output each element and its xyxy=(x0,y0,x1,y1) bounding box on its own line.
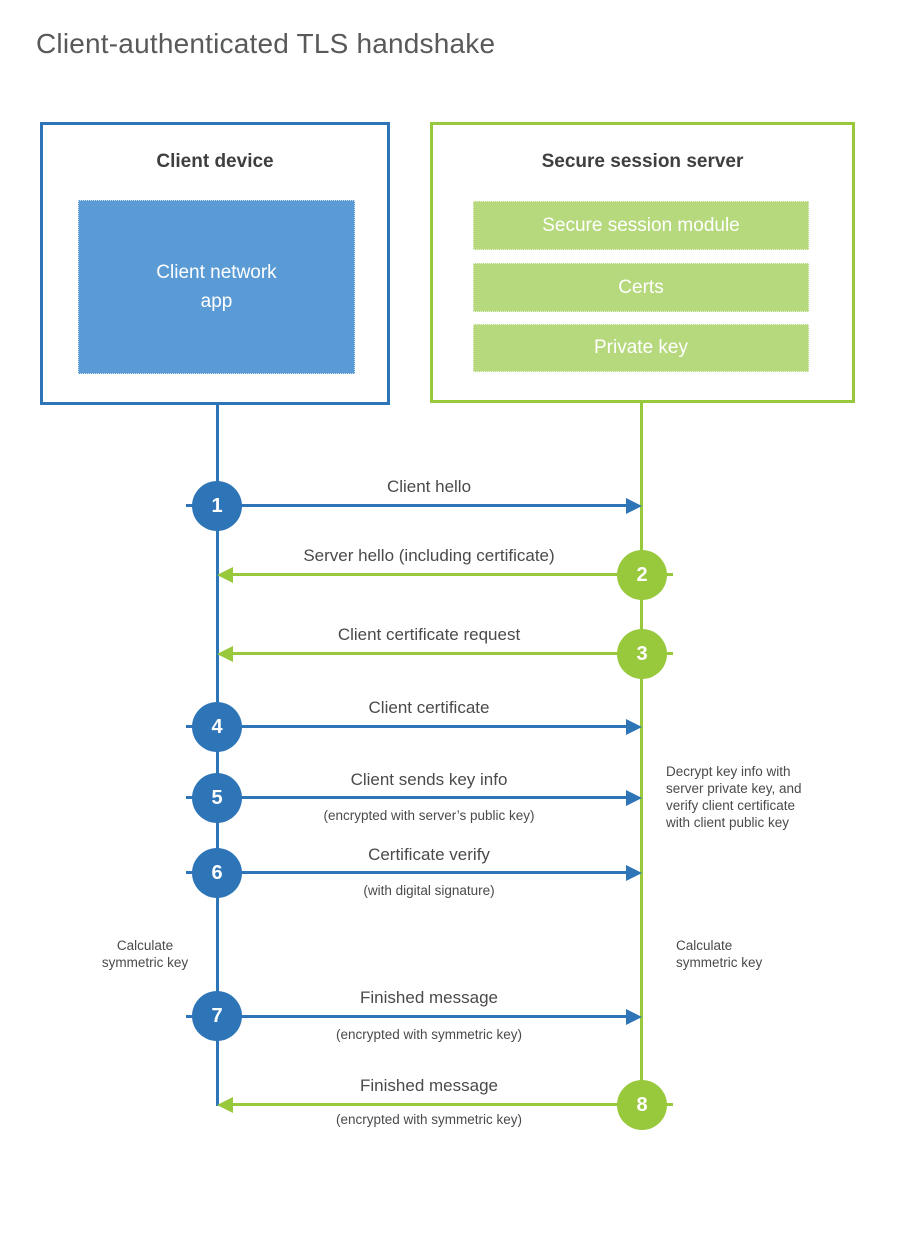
step-7-label: Finished message xyxy=(360,988,498,1007)
server-box: Secure session server Secure session mod… xyxy=(430,122,855,403)
step-1-arrow xyxy=(186,504,626,507)
step-7-sublabel: (encrypted with symmetric key) xyxy=(335,1027,523,1042)
server-lifeline xyxy=(640,402,643,1081)
calculate-symmetric-key-server-note: Calculate symmetric key xyxy=(676,938,763,970)
step-7-circle: 7 xyxy=(192,991,242,1041)
step-4-arrow xyxy=(186,725,626,728)
step-5-arrow xyxy=(186,796,626,799)
page-title: Client-authenticated TLS handshake xyxy=(36,28,496,59)
step-5-label: Client sends key info xyxy=(350,770,508,789)
client-device-title: Client device xyxy=(156,151,274,172)
server-module-secure-session: Secure session module xyxy=(473,201,809,250)
step-8-sublabel: (encrypted with symmetric key) xyxy=(335,1112,523,1127)
client-network-app-box: Client network app xyxy=(78,200,355,374)
step-1-circle: 1 xyxy=(192,481,242,531)
server-title: Secure session server xyxy=(541,151,744,172)
step-3-arrowhead-icon xyxy=(217,646,233,662)
calculate-symmetric-key-client-note: Calculate symmetric key xyxy=(101,938,189,970)
step-5-sublabel: (encrypted with server’s public key) xyxy=(323,808,535,823)
step-6-arrow xyxy=(186,871,626,874)
step-8-arrow xyxy=(233,1103,673,1106)
step-4-circle: 4 xyxy=(192,702,242,752)
step-6-arrowhead-icon xyxy=(626,865,642,881)
step-1-arrowhead-icon xyxy=(626,498,642,514)
step-4-label: Client certificate xyxy=(368,698,490,717)
step-8-circle: 8 xyxy=(617,1080,667,1130)
step-4-arrowhead-icon xyxy=(626,719,642,735)
step-1-label: Client hello xyxy=(386,477,472,496)
decrypt-note: Decrypt key info with server private key… xyxy=(666,764,802,830)
step-8-arrowhead-icon xyxy=(217,1097,233,1113)
step-3-circle: 3 xyxy=(617,629,667,679)
step-3-arrow xyxy=(233,652,673,655)
step-2-circle: 2 xyxy=(617,550,667,600)
step-8-label: Finished message xyxy=(360,1076,498,1095)
step-2-arrowhead-icon xyxy=(217,567,233,583)
client-device-box: Client device Client network app xyxy=(40,122,390,405)
step-2-label: Server hello (including certificate) xyxy=(303,546,555,565)
step-6-circle: 6 xyxy=(192,848,242,898)
server-module-private-key: Private key xyxy=(473,324,809,372)
server-module-certs: Certs xyxy=(473,263,809,312)
step-2-arrow xyxy=(233,573,673,576)
step-6-sublabel: (with digital signature) xyxy=(363,883,495,898)
step-5-circle: 5 xyxy=(192,773,242,823)
step-6-label: Certificate verify xyxy=(368,845,490,864)
step-5-arrowhead-icon xyxy=(626,790,642,806)
step-7-arrow xyxy=(186,1015,626,1018)
step-7-arrowhead-icon xyxy=(626,1009,642,1025)
client-lifeline xyxy=(216,404,219,1106)
step-3-label: Client certificate request xyxy=(337,625,521,644)
